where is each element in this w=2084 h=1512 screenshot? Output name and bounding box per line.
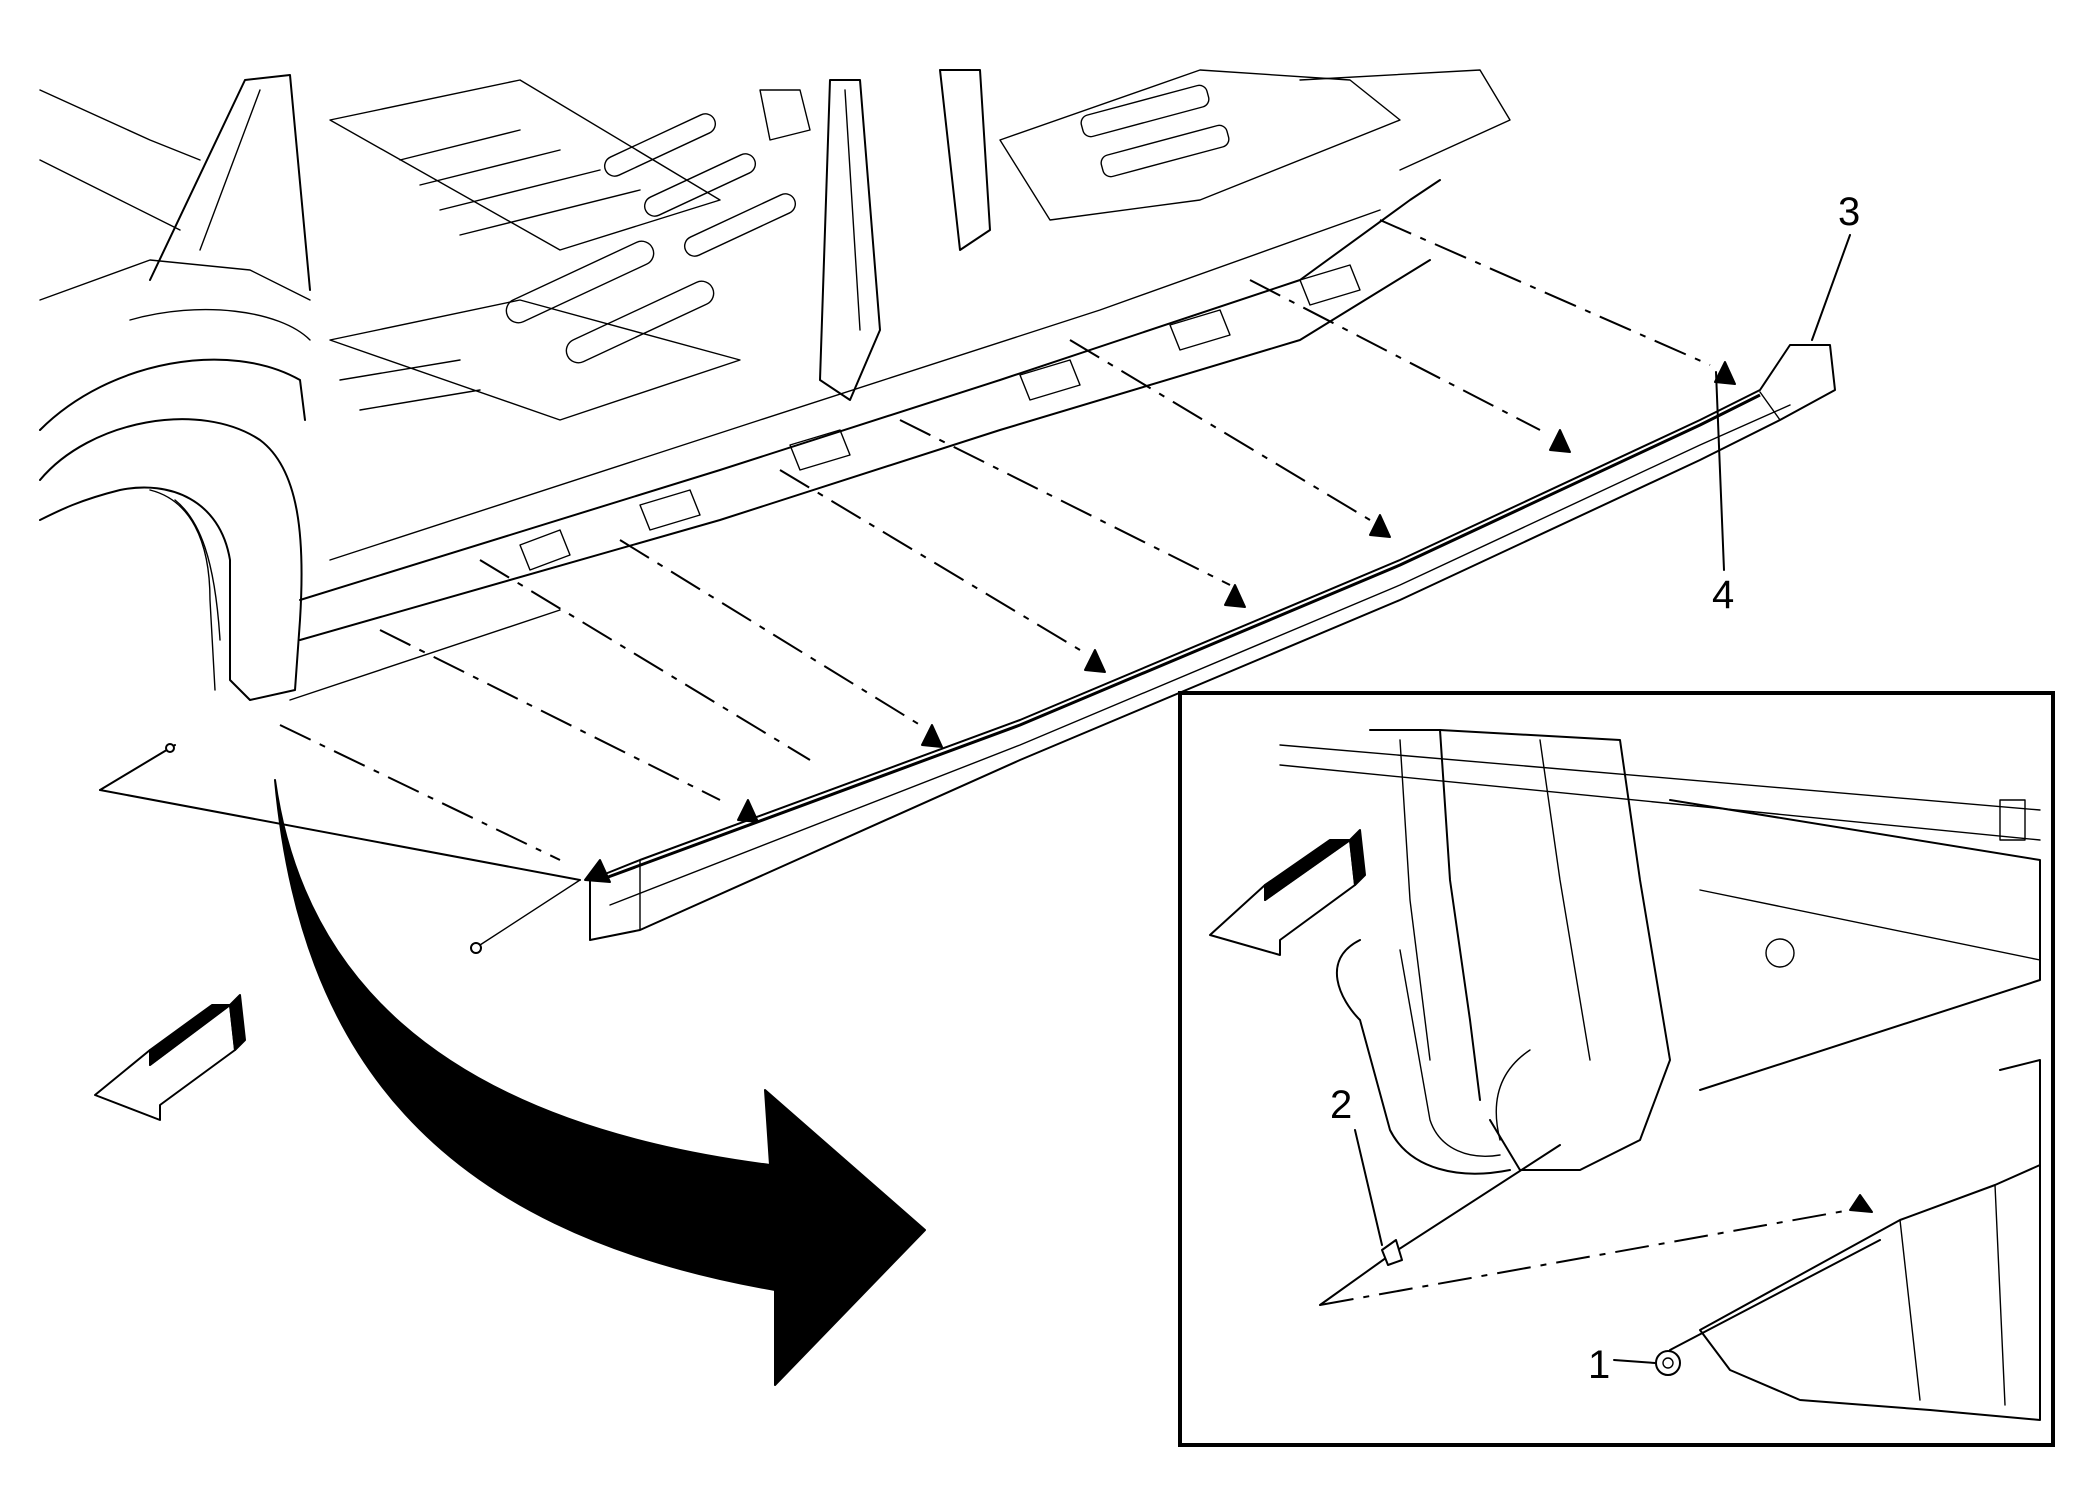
callout-3: 3 bbox=[1838, 190, 1860, 234]
direction-arrow-icon bbox=[94, 994, 246, 1121]
inset-direction-arrow-icon bbox=[1209, 829, 1366, 956]
callouts: 3 4 2 1 bbox=[1330, 190, 1860, 1387]
callout-1: 1 bbox=[1588, 1343, 1610, 1387]
vehicle-body bbox=[39, 69, 1511, 701]
retainer-clips bbox=[584, 361, 1736, 883]
alignment-lines bbox=[279, 219, 1711, 861]
callout-4: 4 bbox=[1712, 573, 1734, 617]
curved-arrow-icon bbox=[274, 779, 926, 1386]
sill-brackets bbox=[519, 264, 1361, 571]
callout-2: 2 bbox=[1330, 1083, 1352, 1127]
rocker-molding bbox=[584, 344, 1836, 941]
detail-inset bbox=[1178, 691, 2055, 1447]
